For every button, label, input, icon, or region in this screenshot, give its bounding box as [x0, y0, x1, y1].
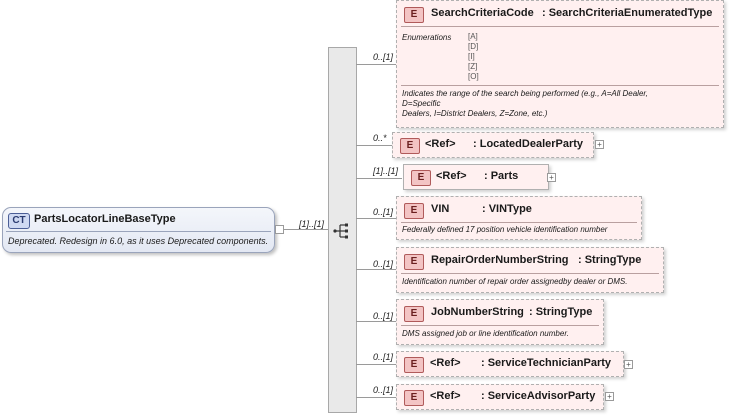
divider: [401, 26, 719, 27]
element-vin[interactable]: E VIN : VINType Federally defined 17 pos…: [396, 196, 642, 240]
element-type: : StringType: [529, 306, 593, 318]
connector-line: [356, 321, 396, 322]
connector-line: [356, 145, 392, 146]
element-doc: D=Specific: [402, 99, 441, 108]
sequence-compositor[interactable]: [328, 47, 357, 413]
element-multiplicity: 0..[1]: [373, 311, 394, 321]
sequence-icon: [333, 223, 348, 239]
complex-type-doc: Deprecated. Redesign in 6.0, as it uses …: [8, 236, 269, 246]
element-multiplicity: 0..[1]: [373, 385, 394, 395]
enumerations-label: Enumerations: [402, 33, 452, 42]
element-doc: Identification number of repair order as…: [402, 277, 628, 286]
connector-line: [356, 218, 396, 219]
connector-line: [356, 397, 396, 398]
sequence-multiplicity: [1]..[1]: [299, 219, 325, 229]
element-ref: <Ref>: [430, 390, 461, 402]
element-doc: Federally defined 17 position vehicle id…: [402, 225, 608, 234]
element-multiplicity: 0..[1]: [373, 352, 394, 362]
complex-type-name: PartsLocatorLineBaseType: [34, 213, 176, 225]
connector-line: [356, 269, 396, 270]
enumeration-value: [D]: [468, 42, 479, 51]
connector-line: [356, 364, 396, 365]
enumeration-value: [O]: [468, 72, 479, 81]
connector-line: [283, 229, 328, 230]
element-badge: E: [404, 390, 424, 406]
element-type: : StringType: [578, 254, 642, 266]
element-parts[interactable]: E <Ref> : Parts: [403, 164, 549, 190]
element-ref: <Ref>: [425, 138, 456, 150]
expand-icon[interactable]: +: [547, 173, 556, 182]
divider: [401, 222, 637, 223]
enumeration-value: [Z]: [468, 62, 478, 71]
connector-line: [356, 64, 396, 65]
complex-type-badge: CT: [8, 213, 30, 229]
element-name: SearchCriteriaCode: [431, 7, 534, 19]
element-type: : Parts: [484, 170, 519, 182]
element-badge: E: [404, 254, 424, 270]
element-service-technician-party[interactable]: E <Ref> : ServiceTechnicianParty: [396, 351, 624, 377]
element-located-dealer-party[interactable]: E <Ref> : LocatedDealerParty: [392, 132, 594, 158]
expand-icon[interactable]: +: [605, 392, 614, 401]
element-doc: Indicates the range of the search being …: [402, 89, 648, 98]
element-multiplicity: 0..*: [373, 133, 387, 143]
element-repair-order-number[interactable]: E RepairOrderNumberString : StringType I…: [396, 247, 664, 293]
enumeration-value: [I]: [468, 52, 475, 61]
element-ref: <Ref>: [430, 357, 461, 369]
element-type: : VINType: [482, 203, 532, 215]
element-badge: E: [400, 138, 420, 154]
element-multiplicity: 0..[1]: [373, 207, 394, 217]
divider: [401, 325, 599, 326]
element-badge: E: [404, 203, 424, 219]
element-badge: E: [404, 357, 424, 373]
element-type: : LocatedDealerParty: [473, 138, 584, 150]
divider: [401, 273, 659, 274]
element-search-criteria-code[interactable]: E SearchCriteriaCode : SearchCriteriaEnu…: [396, 0, 724, 128]
connector-line: [356, 178, 402, 179]
element-badge: E: [404, 306, 424, 322]
element-badge: E: [404, 7, 424, 23]
element-job-number[interactable]: E JobNumberString : StringType DMS assig…: [396, 299, 604, 345]
element-type: : ServiceAdvisorParty: [481, 390, 596, 402]
element-service-advisor-party[interactable]: E <Ref> : ServiceAdvisorParty: [396, 384, 604, 410]
element-type: : ServiceTechnicianParty: [481, 357, 612, 369]
expand-icon[interactable]: +: [595, 140, 604, 149]
element-type: : SearchCriteriaEnumeratedType: [542, 7, 713, 19]
element-multiplicity: [1]..[1]: [373, 166, 399, 176]
element-ref: <Ref>: [436, 170, 467, 182]
element-name: VIN: [431, 203, 450, 215]
complex-type-box[interactable]: CT PartsLocatorLineBaseType Deprecated. …: [2, 207, 275, 253]
divider: [401, 85, 719, 86]
element-name: RepairOrderNumberString: [431, 254, 569, 266]
divider: [6, 231, 271, 232]
element-multiplicity: 0..[1]: [373, 52, 394, 62]
element-badge: E: [411, 170, 431, 186]
element-multiplicity: 0..[1]: [373, 259, 394, 269]
element-doc: Dealers, I=District Dealers, Z=Zone, etc…: [402, 109, 548, 118]
enumeration-value: [A]: [468, 32, 478, 41]
element-doc: DMS assigned job or line identification …: [402, 329, 569, 338]
expand-icon[interactable]: +: [624, 360, 633, 369]
element-name: JobNumberString: [431, 306, 524, 318]
